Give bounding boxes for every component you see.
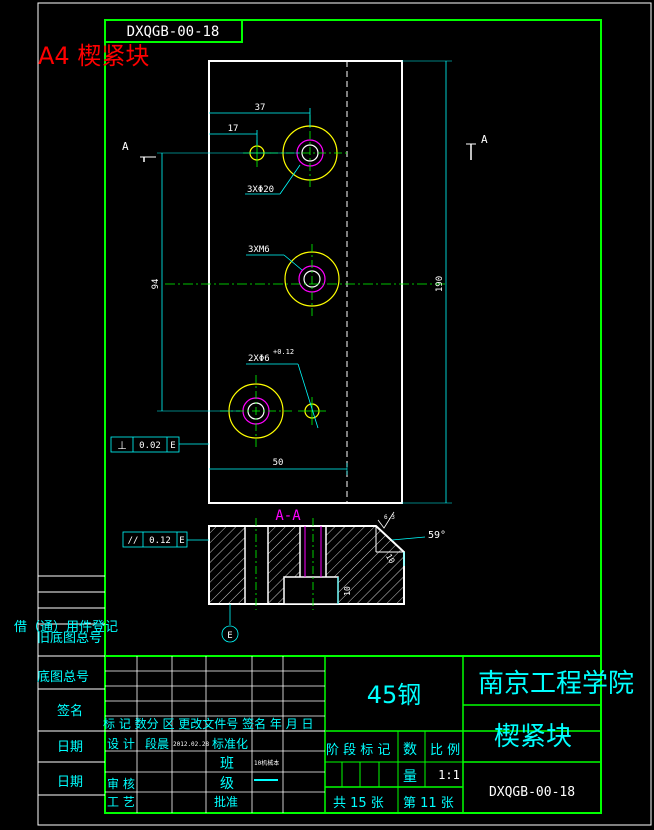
drawing-number-top: DXQGB-00-18 [127,24,220,40]
grade-label: 级 [220,776,234,792]
date2-label: 日期 [57,775,83,790]
dim-37: 37 [255,103,266,113]
dim-10-bottom: 10 [343,586,352,596]
flatness-frame [110,436,180,453]
dim-50: 50 [273,458,284,468]
sheet-current: 第 11 张 [403,796,454,811]
part-name: 楔紧块 [494,722,572,752]
signature-label: 签名 [57,703,83,719]
angle-label: 59° [428,530,446,541]
review-label: 审 核 [107,776,135,791]
approve-label: 批准 [214,794,238,809]
parallel-value: 0.12 [149,536,171,546]
flatness-symbol: ⊥ [117,439,127,452]
section-mark-left: A [122,140,129,153]
material: 45钢 [367,681,422,709]
design-date: 2012.02.28 [173,741,210,748]
drawing-number-title: DXQGB-00-18 [489,785,575,800]
flatness-datum: E [170,441,175,451]
section-title: A-A [275,508,301,524]
dim-94: 94 [151,279,161,290]
parallel-frame [122,531,188,548]
school-name: 南京工程学院 [478,669,634,699]
flatness-value: 0.02 [139,441,161,451]
count-label: 数 [403,742,417,758]
date1-label: 日期 [57,740,83,755]
class-label: 班 [220,756,234,772]
scale-label: 比 例 [430,743,460,758]
datum-circle [221,625,239,643]
sheets-total: 共 15 张 [333,796,384,811]
datum-label: E [227,631,232,641]
hole-label-3-tol: +0.12 [273,348,294,356]
dim-17: 17 [228,124,239,134]
hole-label-2: 3XM6 [248,245,270,255]
borrow-register-label: 借（通）用件登记 [14,620,118,635]
hole-label-1: 3XΦ20 [247,185,274,195]
old-drawing-label: 旧底图总号 [37,630,102,646]
section-view: A-A // 0.12 E 59° 6.3 [122,508,446,643]
section-mark-right: A [481,133,488,146]
row-headers: 标 记 数分 区 更改文件号 签名 年 月 日 [103,716,314,731]
process-label: 工 艺 [107,795,135,809]
weight-label: 量 [403,769,417,785]
hole-middle [165,244,446,316]
base-drawing-label: 底图总号 [37,669,89,685]
scale-value: 1:1 [438,768,460,782]
hole-label-3: 2XΦ6 [248,354,270,364]
drawing-number-box [104,19,243,43]
design-name: 段晨 [145,736,169,751]
outer-border [37,2,652,826]
part-outline-top [208,60,403,504]
sheet-label: A4 楔紧块 [38,42,149,70]
side-register: 借（通）用件登记 旧底图总号 底图总号 签名 日期 日期 [14,575,118,796]
design-label: 设 计 [107,737,135,751]
dim-10-side: 10 [384,552,397,565]
roughness-label: 6.3 [384,514,395,521]
drawing-frame [104,19,602,814]
standardization-label: 标准化 [212,737,248,751]
parallel-symbol: // [128,536,139,546]
top-view: A A 37 17 94 190 50 3XΦ20 3XM6 [110,60,488,504]
class-value: 10机械本 [254,759,279,767]
hole-bottom-small [298,397,326,425]
stage-mark-label: 阶 段 标 记 [326,743,390,758]
parallel-datum: E [179,536,184,546]
dim-190: 190 [435,276,445,292]
title-block: 标 记 数分 区 更改文件号 签名 年 月 日 设 计 段晨 2012.02.2… [103,655,634,813]
